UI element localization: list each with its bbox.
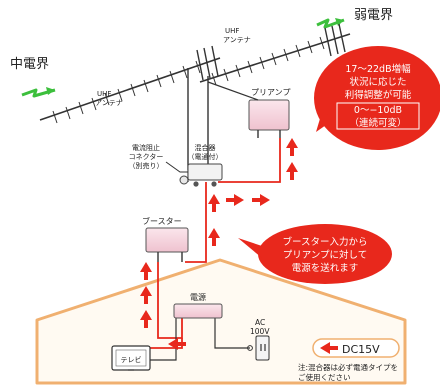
ac-voltage-label: 100V [250,327,270,336]
ac-cable [214,318,250,349]
wave-icon-weak [316,18,345,29]
signal-line-power [157,262,183,339]
wave-icon-medium [21,88,56,98]
arrow-right-icons [226,194,270,206]
outlet-icon [255,335,270,361]
preamp-label: プリアンプ [251,88,290,97]
uhf-left-sublabel: アンテナ [95,99,123,107]
arrow-left-tv-icon [168,338,186,350]
callout-tail [238,238,262,258]
booster-label: ブースター [142,216,182,226]
connector-icon [179,175,189,185]
gain-callout-line4: 0～−10dB [354,105,402,116]
signal-line-tv [140,338,183,349]
uhf-right-sublabel: アンテナ [223,36,251,44]
power-label: 電源 [190,293,206,302]
connector-label: 電流阻止 [132,143,160,152]
medium-field-label: 中電界 [10,57,49,72]
connector-label3: （別売り） [129,161,164,170]
mixer-sublabel: （電通付） [188,152,223,161]
note-line1: 注:混合器は必ず電通タイプを [298,362,398,372]
wave-arrowhead-icon [46,87,55,95]
ac-label: AC [255,318,265,327]
note-line2: ご使用ください [298,372,351,382]
power-supply-box [173,303,223,319]
uhf-antenna-right-icon [199,23,351,86]
gain-callout-line1: 17～22dB増幅 [345,63,411,75]
mixer-port [211,181,217,187]
dc-arrow-icon [320,342,338,354]
arrow-up-booster-icons [208,194,220,246]
gain-callout-line2: 状況に応じた [349,76,406,88]
gain-range-bracket [336,102,420,130]
booster-box [145,227,189,253]
gain-callout-line3: 利得調整が可能 [345,89,412,101]
tv-label: テレビ [121,355,142,364]
gain-callout-bubble [314,46,440,150]
arrow-up-house-icons [140,262,152,328]
power-callout-bubble [258,224,392,284]
power-callout-line1: ブースター入力から [282,236,367,248]
power-callout-line2: プリアンプに対して [283,249,368,261]
tv-screen [115,349,147,367]
uhf-left-label: UHF [97,90,111,98]
mixer-box [187,163,223,181]
arrow-up-preamp-icons [286,138,298,180]
dc-legend-label: DC15V [342,343,380,356]
dc-legend-box [312,338,400,358]
preamp-box [248,99,290,131]
connector-lead [165,161,188,173]
wave-arrowhead-icon [335,18,344,26]
callout-tail [316,112,336,132]
gain-callout-line5: （連続可変） [349,117,406,129]
signal-line-preamp [218,138,281,183]
uhf-right-label: UHF [225,27,239,35]
weak-field-label: 弱電界 [354,8,393,23]
tv-cable [150,318,177,361]
signal-line-booster [185,182,207,263]
connector-label2: コネクター [129,152,164,161]
mixer-label: 混合器 [195,143,216,152]
mixer-port [193,181,199,187]
ac-plug [247,345,253,351]
uhf-antenna-left-icon [39,45,221,124]
preamp-feed [207,81,259,101]
power-callout-line3: 電源を送れます [292,262,359,274]
